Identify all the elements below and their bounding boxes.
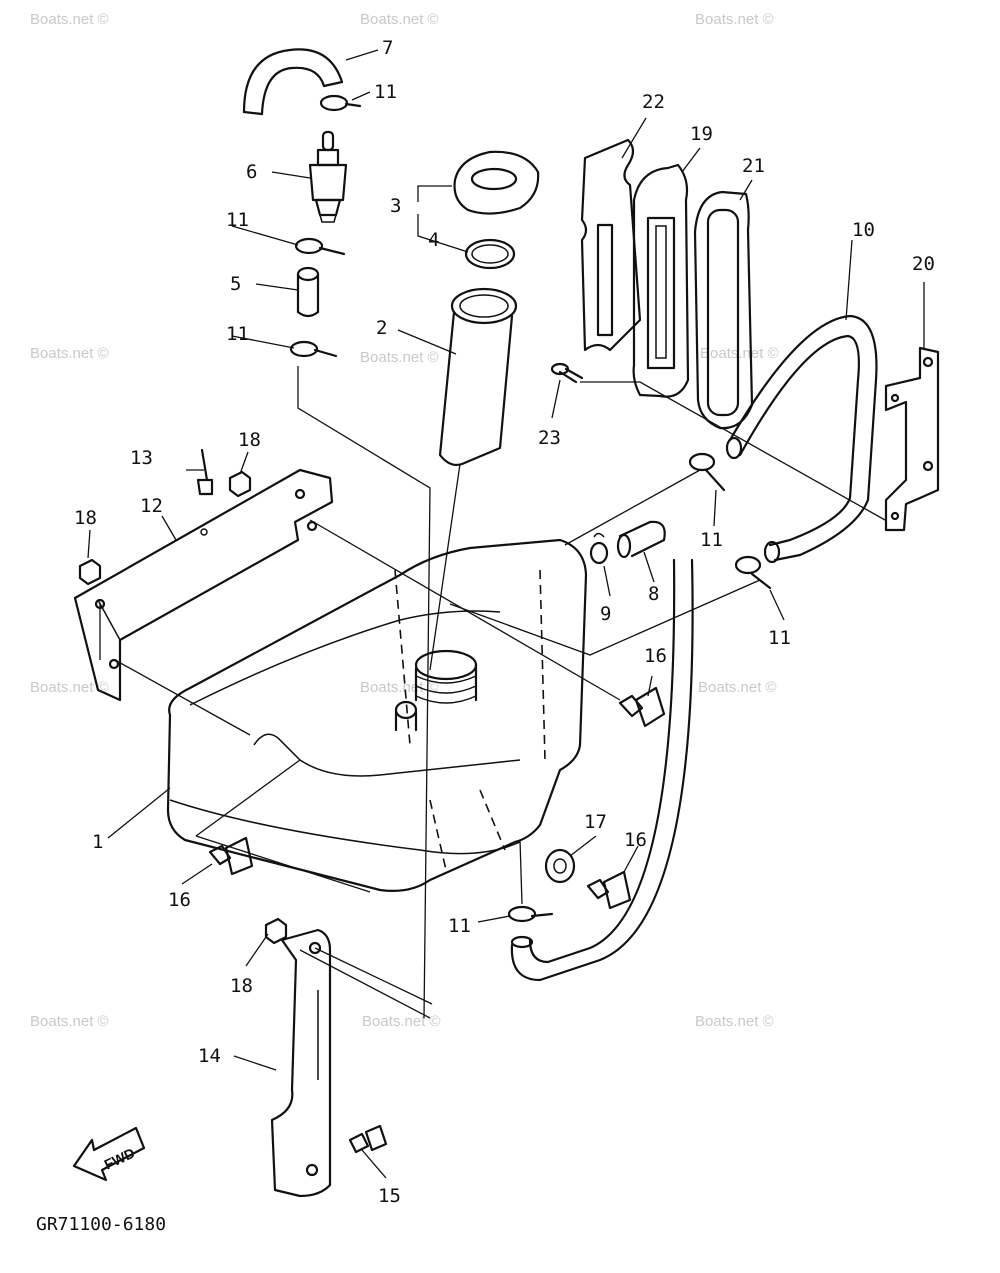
bracket-20: [884, 346, 940, 532]
callout-12: 12: [140, 495, 163, 517]
callout-19: 19: [690, 123, 713, 145]
nut-18-a: [228, 470, 252, 498]
o-ring-4: [464, 238, 516, 270]
callout-16: 16: [624, 829, 647, 851]
filler-cap-3: [453, 150, 540, 215]
forward-arrow-icon: FWD: [72, 1126, 146, 1182]
callout-6: 6: [246, 161, 257, 183]
callout-18: 18: [230, 975, 253, 997]
callout-13: 13: [130, 447, 153, 469]
hose-5: [296, 266, 320, 318]
callout-17: 17: [584, 811, 607, 833]
callout-2: 2: [376, 317, 387, 339]
callout-23: 23: [538, 427, 561, 449]
callout-20: 20: [912, 253, 935, 275]
callout-14: 14: [198, 1045, 221, 1067]
watermark: Boats.net ©: [360, 349, 439, 366]
fwd-label: FWD: [102, 1145, 138, 1173]
watermark: Boats.net ©: [30, 345, 109, 362]
bolt-16-b: [208, 836, 254, 876]
watermark: Boats.net ©: [30, 679, 109, 696]
nut-18-c: [264, 917, 288, 945]
watermark: Boats.net ©: [30, 11, 109, 28]
gasket-19: [632, 163, 690, 398]
filler-neck-2: [438, 287, 518, 467]
lower-hose: [510, 558, 694, 982]
watermark: Boats.net ©: [700, 345, 779, 362]
watermark: Boats.net ©: [360, 679, 439, 696]
plug-9: [589, 532, 609, 565]
gasket-22: [580, 138, 642, 352]
callout-21: 21: [742, 155, 765, 177]
watermark: Boats.net ©: [695, 11, 774, 28]
hose-8: [616, 520, 666, 559]
watermark: Boats.net ©: [698, 679, 777, 696]
gasket-21: [693, 190, 754, 430]
callout-11: 11: [448, 915, 471, 937]
callout-leaders: [87, 49, 925, 1179]
fuel-fitting-6: [308, 130, 348, 223]
callout-11: 11: [374, 81, 397, 103]
bracket-12: [73, 468, 334, 702]
callout-11: 11: [768, 627, 791, 649]
callout-16: 16: [644, 645, 667, 667]
watermark: Boats.net ©: [360, 11, 439, 28]
callout-5: 5: [230, 273, 241, 295]
hose-7: [242, 48, 344, 116]
watermark: Boats.net ©: [362, 1013, 441, 1030]
hose-clamp-11-d: [688, 452, 726, 492]
callout-11: 11: [226, 323, 249, 345]
callout-9: 9: [600, 603, 611, 625]
callout-10: 10: [852, 219, 875, 241]
bolt-16-a: [618, 686, 666, 728]
callout-11: 11: [226, 209, 249, 231]
callout-1: 1: [92, 831, 103, 853]
hose-clamp-11-c: [289, 340, 338, 358]
bolt-15: [348, 1124, 388, 1154]
hose-clamp-11-b: [294, 237, 346, 256]
screw-23: [550, 362, 584, 384]
hose-clamp-11-e: [734, 555, 772, 590]
callout-labels: 7 11 6 3 4 11 5 11 2 22 19 21 10 20 23 1…: [74, 37, 935, 1207]
callout-16: 16: [168, 889, 191, 911]
pin-13: [196, 448, 214, 536]
callout-18: 18: [74, 507, 97, 529]
watermark: Boats.net ©: [30, 1013, 109, 1030]
fuel-tank-1: [166, 538, 588, 892]
bracket-14: [270, 928, 332, 1198]
callout-11: 11: [700, 529, 723, 551]
hose-clamp-11-f: [507, 905, 554, 923]
callout-22: 22: [642, 91, 665, 113]
nut-18-b: [78, 558, 102, 586]
assembly-lines: [99, 366, 886, 1019]
hose-clamp-11-a: [319, 94, 362, 112]
callout-7: 7: [382, 37, 393, 59]
callout-18: 18: [238, 429, 261, 451]
callout-15: 15: [378, 1185, 401, 1207]
diagram-code: GR71100-6180: [36, 1214, 166, 1235]
grommet-17: [544, 848, 576, 884]
callout-8: 8: [648, 583, 659, 605]
bolt-16-c: [586, 870, 632, 910]
watermarks: Boats.net © Boats.net © Boats.net © Boat…: [30, 11, 779, 1030]
callout-3: 3: [390, 195, 401, 217]
watermark: Boats.net ©: [695, 1013, 774, 1030]
callout-4: 4: [428, 229, 439, 251]
hose-10: [725, 314, 878, 564]
